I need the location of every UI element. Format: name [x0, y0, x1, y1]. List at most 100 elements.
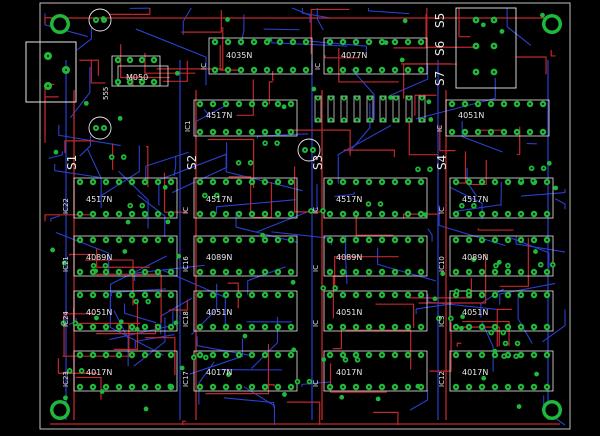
via — [553, 185, 559, 191]
drill-hole — [238, 326, 240, 328]
trace — [515, 235, 566, 253]
drill-hole — [153, 59, 155, 61]
drill-hole — [546, 239, 548, 241]
drill-hole — [290, 131, 292, 133]
switch-label: S2 — [185, 155, 199, 170]
trace — [97, 145, 140, 199]
ic-footprint — [208, 37, 313, 75]
ic-part-label: 4017N — [86, 368, 112, 377]
drill-hole — [329, 326, 331, 328]
drill-hole — [118, 354, 120, 356]
trace — [69, 67, 91, 119]
drill-hole — [460, 204, 463, 207]
drill-hole — [118, 326, 120, 328]
ic-ref-label: IC — [436, 125, 444, 132]
drill-hole — [170, 239, 172, 241]
drill-hole — [381, 181, 383, 183]
drill-hole — [199, 131, 201, 133]
drill-hole — [455, 290, 458, 293]
trace — [477, 228, 514, 231]
trace — [499, 282, 556, 305]
drill-hole — [225, 294, 227, 296]
drill-hole — [395, 119, 397, 121]
trace — [145, 146, 149, 188]
trace — [334, 191, 355, 198]
trace — [44, 96, 59, 143]
via — [117, 116, 123, 121]
via — [440, 271, 446, 277]
via — [282, 392, 287, 397]
drill-hole — [212, 354, 214, 356]
drill-hole — [199, 181, 201, 183]
drill-hole — [199, 354, 201, 356]
drill-hole — [407, 326, 409, 328]
trace — [427, 228, 433, 242]
ic-part-label: 4089N — [462, 253, 488, 262]
trace — [189, 338, 244, 375]
drill-hole — [238, 239, 240, 241]
drill-hole — [533, 294, 535, 296]
drill-hole — [475, 45, 477, 47]
drill-hole — [238, 181, 240, 183]
drill-hole — [304, 149, 306, 151]
drill-hole — [455, 294, 457, 296]
drill-hole — [225, 326, 227, 328]
trace — [266, 384, 275, 387]
ic-part-label: 4517N — [206, 111, 232, 120]
drill-hole — [92, 326, 94, 328]
drill-hole — [493, 45, 495, 47]
drill-hole — [507, 354, 509, 356]
drill-hole — [493, 19, 495, 21]
trace — [79, 135, 92, 157]
ic-ref-label: IC — [312, 320, 320, 327]
trace — [109, 8, 151, 15]
ic-ref-label: IC3 — [438, 316, 446, 327]
via — [260, 232, 266, 238]
drill-hole — [468, 213, 470, 215]
drill-hole — [481, 271, 483, 273]
drill-hole — [238, 103, 240, 105]
drill-hole — [455, 239, 457, 241]
drill-hole — [131, 213, 133, 215]
drill-hole — [212, 213, 214, 215]
drill-hole — [144, 354, 146, 356]
drill-hole — [329, 181, 331, 183]
drill-hole — [329, 213, 331, 215]
drill-hole — [170, 326, 172, 328]
drill-hole — [225, 103, 227, 105]
drill-hole — [225, 239, 227, 241]
trace — [414, 94, 437, 116]
trace — [62, 323, 130, 357]
trace — [481, 321, 494, 372]
drill-hole — [238, 213, 240, 215]
trace — [401, 63, 452, 65]
ic-footprint — [445, 99, 550, 137]
drill-hole — [312, 149, 314, 151]
mounting-holes — [50, 14, 562, 420]
via — [61, 260, 67, 266]
ic-ref-label: IC17 — [182, 371, 190, 387]
drill-hole — [305, 69, 307, 71]
drill-hole — [420, 386, 422, 388]
ic-part-label: 4051N — [336, 308, 362, 317]
drill-hole — [368, 69, 370, 71]
trace — [205, 343, 270, 395]
drill-hole — [157, 181, 159, 183]
drill-hole — [141, 81, 143, 83]
drill-hole — [277, 271, 279, 273]
ic-ref-label: IC — [438, 207, 446, 214]
drill-hole — [79, 181, 81, 183]
drill-hole — [118, 213, 120, 215]
drill-hole — [131, 386, 133, 388]
drill-hole — [266, 41, 268, 43]
trace — [44, 13, 88, 38]
drill-hole — [467, 290, 470, 293]
drill-hole — [251, 354, 253, 356]
drill-hole — [251, 386, 253, 388]
drill-hole — [542, 103, 544, 105]
drill-hole — [356, 358, 359, 361]
via — [399, 57, 405, 63]
drill-hole — [279, 69, 281, 71]
trace — [415, 77, 496, 120]
trace — [58, 124, 121, 147]
